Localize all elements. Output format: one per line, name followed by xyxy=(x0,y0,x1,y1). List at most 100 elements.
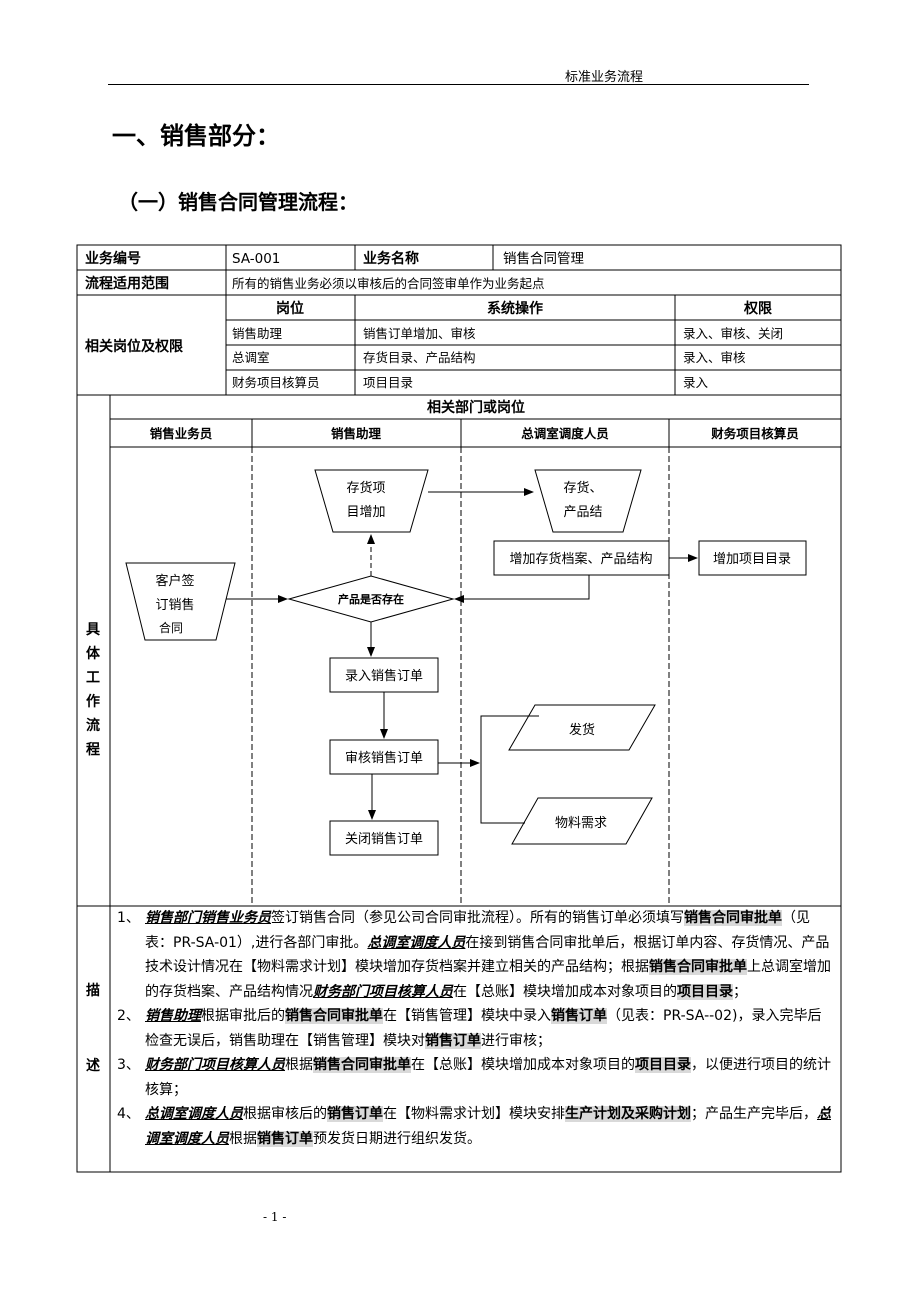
side-char: 描 xyxy=(86,982,100,999)
material-label: 物料需求 xyxy=(555,816,607,831)
highlight-text: 项目目录 xyxy=(677,983,733,1000)
desc-text: 预发货日期进行组织发货。 xyxy=(313,1130,481,1147)
scope-value: 所有的销售业务必须以审核后的合同签审单作为业务起点 xyxy=(232,276,545,291)
arrow-archive-to-decision xyxy=(454,575,590,603)
inventory-add-node xyxy=(314,469,429,533)
role-text: 总调室调度人员 xyxy=(145,1106,831,1147)
roles-header-operation: 系统操作 xyxy=(487,300,543,317)
desc-text: 在【总账】模块增加成本对象项目的 xyxy=(411,1057,635,1073)
audit-order-node xyxy=(329,739,439,775)
desc-text: ；产品生产完毕后， xyxy=(691,1106,817,1122)
roles-row-1-post: 销售助理 xyxy=(232,326,283,341)
desc-text: 根据审核后的 xyxy=(243,1106,327,1122)
highlight-text: 销售合同审批单 xyxy=(285,1008,383,1024)
enter-order-label: 录入销售订单 xyxy=(345,668,423,684)
description-item: 3、财务部门项目核算人员根据销售合同审批单在【总账】模块增加成本对象项目的项目目… xyxy=(117,1053,833,1102)
inventory-add-label-2: 目增加 xyxy=(346,505,385,520)
desc-side-label: 描 述 xyxy=(86,982,100,1074)
scope-label: 流程适用范围 xyxy=(85,275,169,292)
side-char: 工 xyxy=(86,670,100,686)
header-rule xyxy=(108,84,809,85)
page-header-text: 标准业务流程 xyxy=(565,70,644,85)
highlight-text: 销售订单 xyxy=(257,1130,313,1147)
highlight-text: 销售订单 xyxy=(425,1032,481,1049)
customer-contract-node xyxy=(125,562,236,641)
lane-finance: 财务项目核算员 xyxy=(710,426,799,441)
lane-dividers xyxy=(251,447,670,906)
desc-text: 根据审批后的 xyxy=(201,1008,285,1024)
side-char: 程 xyxy=(86,742,100,758)
add-archive-label: 增加存货档案、产品结构 xyxy=(509,551,652,567)
biz-no-value: SA-001 xyxy=(232,251,280,267)
roles-row-2-permission: 录入、审核 xyxy=(683,350,746,365)
side-char: 体 xyxy=(86,645,101,662)
side-char: 作 xyxy=(86,693,100,710)
desc-text: 上总调室增加的存货档案、产品结构情况 xyxy=(145,959,831,1000)
description-item: 1、销售部门销售业务员签订销售合同（参见公司合同审批流程）。所有的销售订单必须填… xyxy=(117,906,833,1004)
roles-row-1-permission: 录入、审核、关闭 xyxy=(683,326,783,341)
audit-order-label: 审核销售订单 xyxy=(345,750,423,766)
roles-row-3-operation: 项目目录 xyxy=(363,375,413,390)
desc-text: 在【总账】模块增加成本对象项目的 xyxy=(453,983,677,1000)
section-heading: 一、销售部分： xyxy=(112,122,280,150)
side-char: 具 xyxy=(85,622,100,638)
dept-header: 相关部门或岗位 xyxy=(427,399,525,416)
roles-label: 相关岗位及权限 xyxy=(85,338,183,355)
add-project-node xyxy=(698,540,807,576)
roles-row-3-post: 财务项目核算员 xyxy=(232,375,320,390)
table-grid xyxy=(76,244,842,1173)
customer-label-2: 订销售 xyxy=(155,597,194,613)
role-text: 总调室调度人员 xyxy=(367,934,466,951)
desc-text: （见表：PR-SA--02)，录入完毕后检查无误后，销售助理在【销售管理】模块对 xyxy=(145,1008,822,1049)
roles-header-permission: 权限 xyxy=(743,300,772,317)
inventory-add-label-1: 存货项 xyxy=(346,480,385,496)
description-item: 2、销售助理根据审批后的销售合同审批单在【销售管理】模块中录入销售订单（见表：P… xyxy=(117,1004,833,1053)
decision-node xyxy=(287,575,455,623)
highlight-text: 销售合同审批单 xyxy=(684,910,782,926)
desc-text: 签订销售合同（参见公司合同审批流程）。所有的销售订单必须填写 xyxy=(271,910,684,926)
item-number: 1、 xyxy=(117,910,140,926)
material-node xyxy=(511,797,653,845)
add-project-label: 增加项目目录 xyxy=(713,552,791,567)
highlight-text: 销售订单 xyxy=(551,1008,607,1024)
biz-name-label: 业务名称 xyxy=(363,250,419,267)
biz-name-value: 销售合同管理 xyxy=(503,251,584,267)
page-number: - 1 - xyxy=(263,1210,287,1224)
desc-text: 根据 xyxy=(285,1057,313,1073)
highlight-text: 销售合同审批单 xyxy=(313,1057,411,1073)
highlight-text: 销售合同审批单 xyxy=(649,959,747,975)
customer-label-1: 客户签 xyxy=(155,573,194,589)
add-archive-node xyxy=(493,540,670,576)
side-char: 述 xyxy=(86,1057,100,1074)
roles-row-2-post: 总调室 xyxy=(232,350,270,365)
role-text: 销售部门销售业务员 xyxy=(145,910,271,926)
inventory-product-node xyxy=(534,469,642,533)
side-char: 流 xyxy=(86,717,100,734)
decision-label: 产品是否存在 xyxy=(338,592,404,606)
role-text: 财务部门项目核算人员 xyxy=(313,983,453,1000)
desc-text: （见表：PR-SA-01）,进行各部门审批。 xyxy=(145,910,810,951)
roles-row-3-permission: 录入 xyxy=(683,375,709,390)
branch-line xyxy=(480,715,539,824)
highlight-text: 销售订单 xyxy=(327,1106,383,1122)
lane-dispatch: 总调室调度人员 xyxy=(521,426,609,441)
inventory-product-label-2: 产品结 xyxy=(563,505,602,520)
roles-row-1-operation: 销售订单增加、审核 xyxy=(363,326,476,341)
ship-label: 发货 xyxy=(569,722,595,738)
role-text: 销售助理 xyxy=(145,1008,201,1024)
lane-sales-assistant: 销售助理 xyxy=(331,426,382,441)
flow-side-label: 具 体 工 作 流 程 xyxy=(85,622,101,758)
close-order-label: 关闭销售订单 xyxy=(345,831,423,847)
role-text: 总调室调度人员 xyxy=(145,1106,243,1122)
subsection-heading: （一）销售合同管理流程： xyxy=(118,190,358,214)
desc-text: 在【销售管理】模块中录入 xyxy=(383,1008,551,1024)
highlight-text: 生产计划及采购计划 xyxy=(565,1106,691,1122)
roles-header-post: 岗位 xyxy=(276,300,304,317)
desc-text: ，以便进行项目的统计核算； xyxy=(145,1057,831,1098)
enter-order-node xyxy=(329,657,439,693)
role-text: 财务部门项目核算人员 xyxy=(145,1057,285,1073)
item-number: 3、 xyxy=(117,1057,140,1073)
desc-text: 在接到销售合同审批单后，根据订单内容、存货情况、产品技术设计情况在【物料需求计划… xyxy=(145,934,830,976)
desc-text: 根据 xyxy=(229,1130,257,1147)
